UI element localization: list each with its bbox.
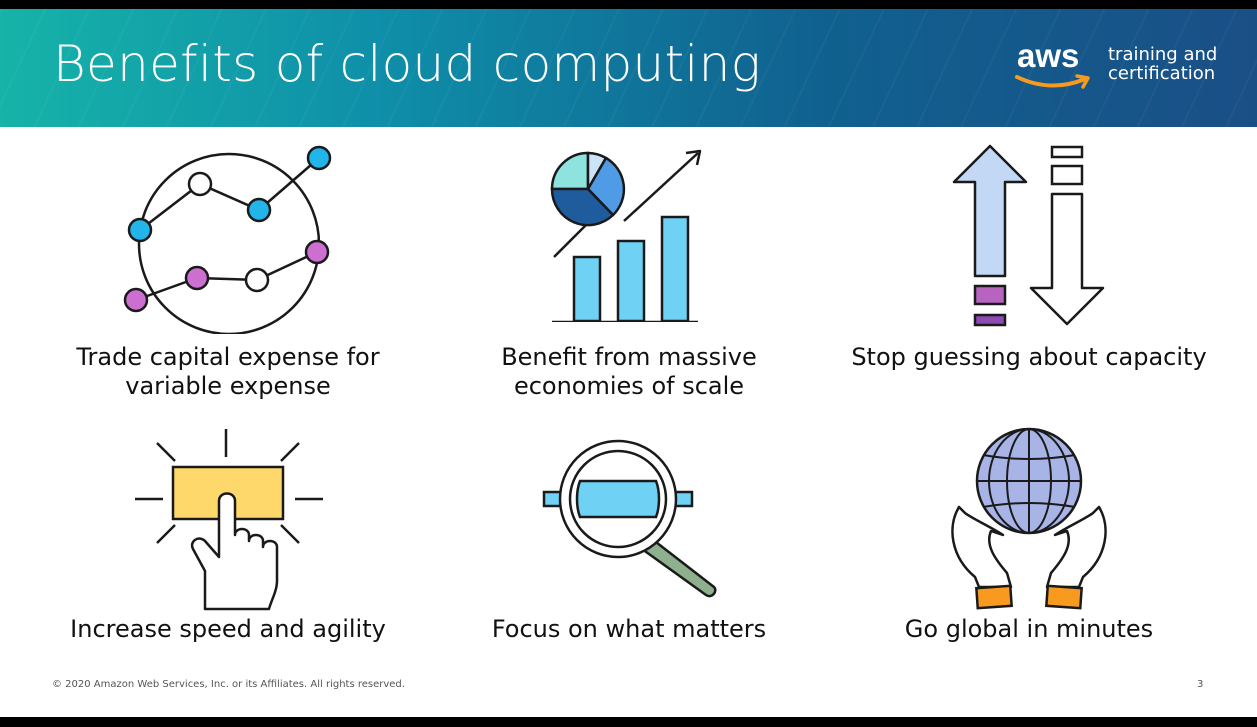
caption-line: Focus on what matters [491,615,767,643]
chart-circle-icon [123,145,332,334]
caption-line: variable expense [125,372,331,400]
copyright-footer: © 2020 Amazon Web Services, Inc. or its … [52,679,405,690]
globe-hands-icon [951,427,1107,610]
caption-line: Trade capital expense for [76,343,380,371]
benefit-caption-capacity: Stop guessing about capacity [849,343,1209,372]
benefit-caption-trade-capital: Trade capital expense for variable expen… [48,343,408,401]
page-number: 3 [1197,679,1204,690]
benefit-caption-speed-agility: Increase speed and agility [48,615,408,644]
slide-title: Benefits of cloud computing [53,35,761,93]
caption-line: Go global in minutes [904,615,1154,643]
aws-logo-tagline: training and certification [1108,45,1228,83]
caption-line: economies of scale [513,372,745,400]
aws-logo-wordmark: aws [1017,37,1080,74]
logo-tagline-line2: certification [1108,63,1216,84]
magnifier-icon [542,439,717,598]
benefit-caption-go-global: Go global in minutes [849,615,1209,644]
aws-training-logo: aws training and certification [1013,37,1223,101]
benefit-caption-economies-of-scale: Benefit from massive economies of scale [449,343,809,401]
caption-line: Increase speed and agility [70,615,386,643]
slide-header: Benefits of cloud computing aws training… [0,9,1257,127]
press-button-icon [135,429,323,611]
growth-chart-icon [550,149,702,322]
caption-line: Stop guessing about capacity [851,343,1207,371]
caption-line: Benefit from massive [501,343,757,371]
capacity-arrows-icon [952,144,1105,327]
slide: Benefits of cloud computing aws training… [0,9,1257,717]
benefit-caption-focus: Focus on what matters [449,615,809,644]
aws-smile-icon [1015,74,1090,89]
logo-tagline-line1: training and [1108,44,1218,65]
